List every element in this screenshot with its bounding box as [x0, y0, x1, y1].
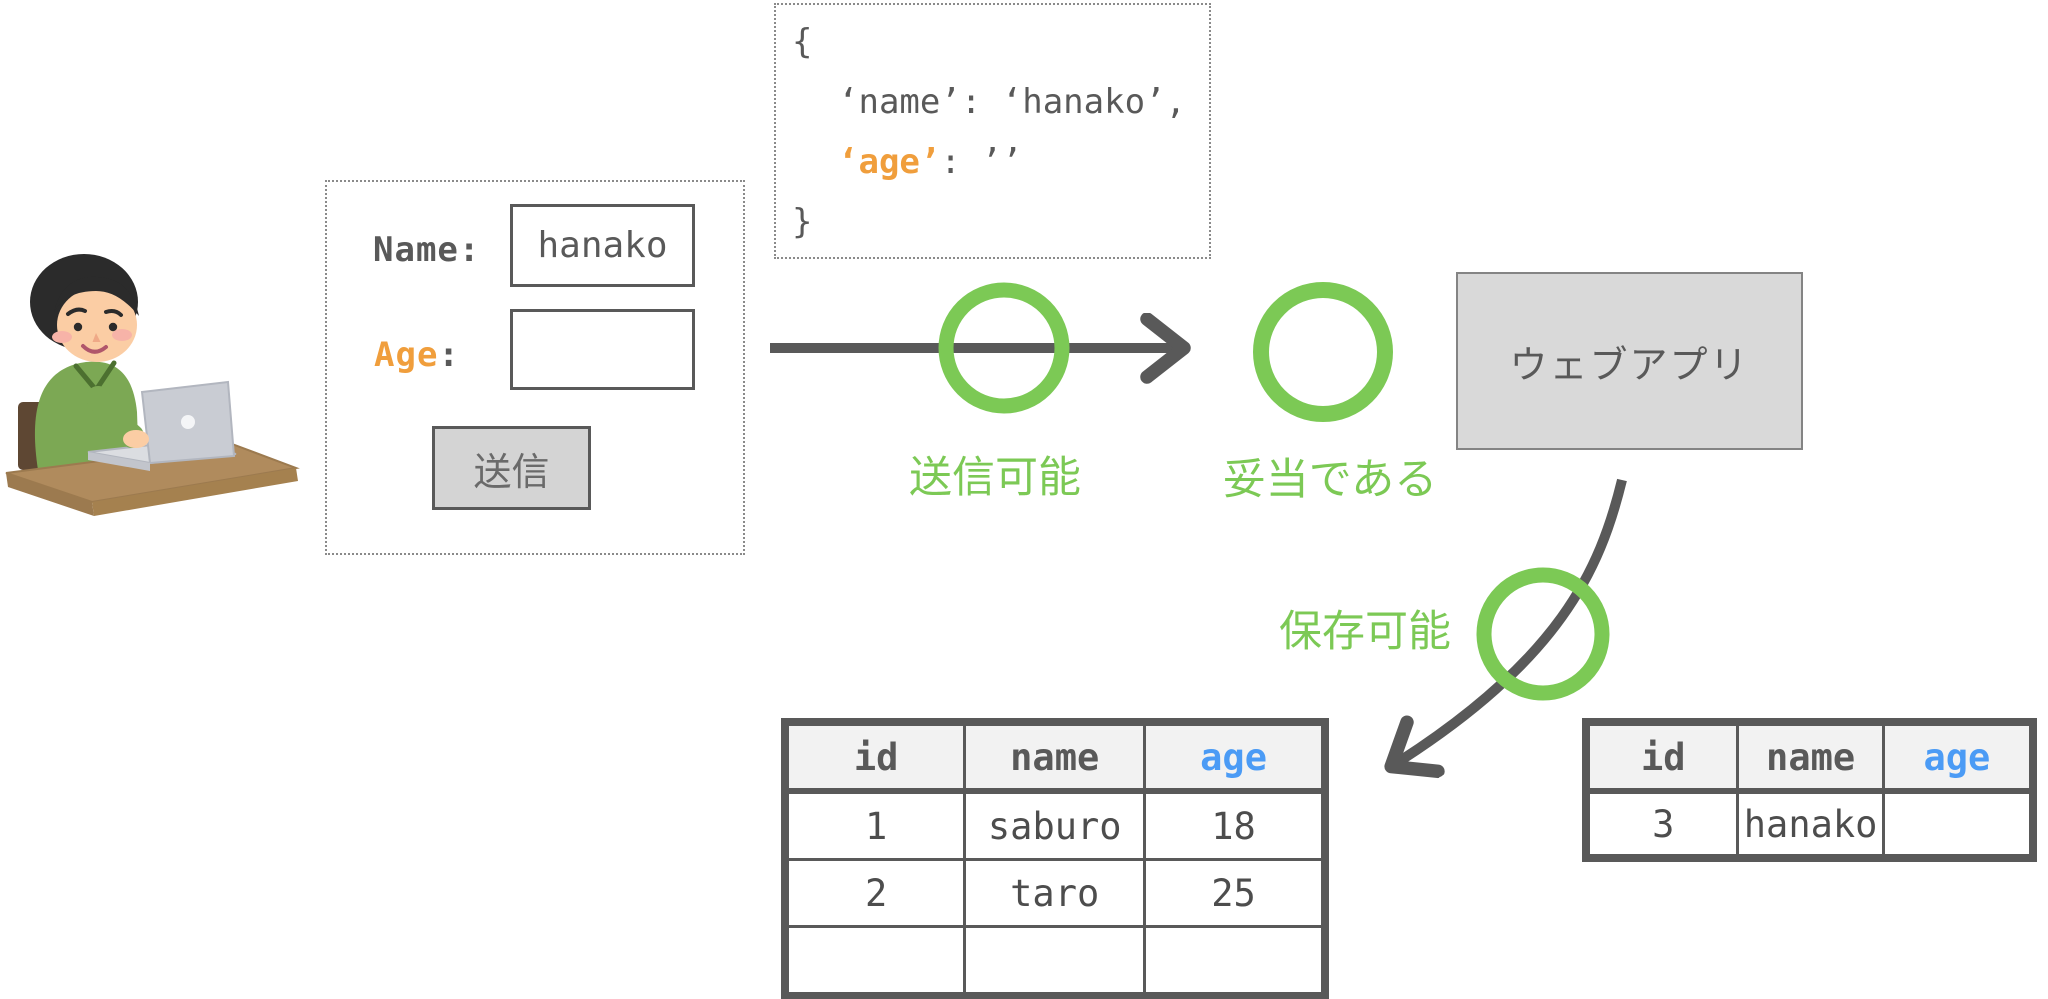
json-open-brace: { [792, 22, 813, 62]
table-header-row: id name age [783, 720, 1327, 794]
cell-id: 2 [783, 858, 967, 928]
json-name-line: ‘name’: ‘hanako’, [838, 82, 1186, 122]
cell-id: 1 [783, 789, 967, 861]
json-close-brace: } [792, 202, 813, 242]
head [30, 254, 139, 362]
col-header-age: age [1143, 720, 1327, 794]
name-input-value: hanako [537, 225, 668, 266]
table-row: 2 taro 25 [783, 858, 1327, 928]
submit-button[interactable]: 送信 [432, 426, 591, 510]
json-age-key: ‘age’ [838, 142, 941, 182]
age-input[interactable] [510, 309, 695, 390]
col-header-age: age [1881, 720, 2035, 794]
valid-label: 妥当である [1222, 455, 1438, 505]
person-at-laptop-illustration [5, 254, 300, 516]
col-header-id: id [783, 720, 967, 794]
json-age-line: ‘age’: ’’ [776, 132, 1209, 192]
col-header-id: id [1584, 720, 1740, 794]
cell-id [783, 925, 967, 998]
json-age-rest: : ’’ [940, 142, 1023, 182]
cell-name: hanako [1736, 789, 1885, 860]
save-ok-label: 保存可能 [1279, 607, 1451, 657]
db-table-result: id name age 3 hanako [1582, 718, 2037, 862]
cell-id: 3 [1584, 789, 1740, 860]
cell-name [963, 925, 1147, 998]
table-row: 1 saburo 18 [783, 789, 1327, 861]
cell-age [1881, 789, 2035, 860]
name-input[interactable]: hanako [510, 204, 695, 287]
cell-age: 25 [1143, 858, 1327, 928]
webapp-box: ウェブアプリ [1456, 272, 1803, 450]
hand [123, 430, 149, 448]
json-snippet-box: { ‘name’: ‘hanako’, ‘age’: ’’ } [774, 3, 1211, 259]
name-label: Name: [373, 230, 481, 270]
cell-name: taro [963, 858, 1147, 928]
db-table-main: id name age 1 saburo 18 2 taro 25 [781, 718, 1329, 999]
submit-ok-circle [938, 282, 1070, 414]
age-label: Age: [374, 335, 460, 375]
laptop [87, 380, 237, 471]
table-row-empty [783, 925, 1327, 998]
cell-age [1143, 925, 1327, 998]
submit-ok-label: 送信可能 [909, 453, 1081, 503]
col-header-name: name [1736, 720, 1885, 794]
cell-age: 18 [1143, 789, 1327, 861]
valid-circle [1253, 282, 1393, 422]
form-panel: Name: hanako Age: 送信 [325, 180, 745, 555]
table-row: 3 hanako [1584, 789, 2035, 860]
sweater-torso [34, 361, 139, 470]
cell-name: saburo [963, 789, 1147, 861]
table-header-row: id name age [1584, 720, 2035, 794]
col-header-name: name [963, 720, 1147, 794]
